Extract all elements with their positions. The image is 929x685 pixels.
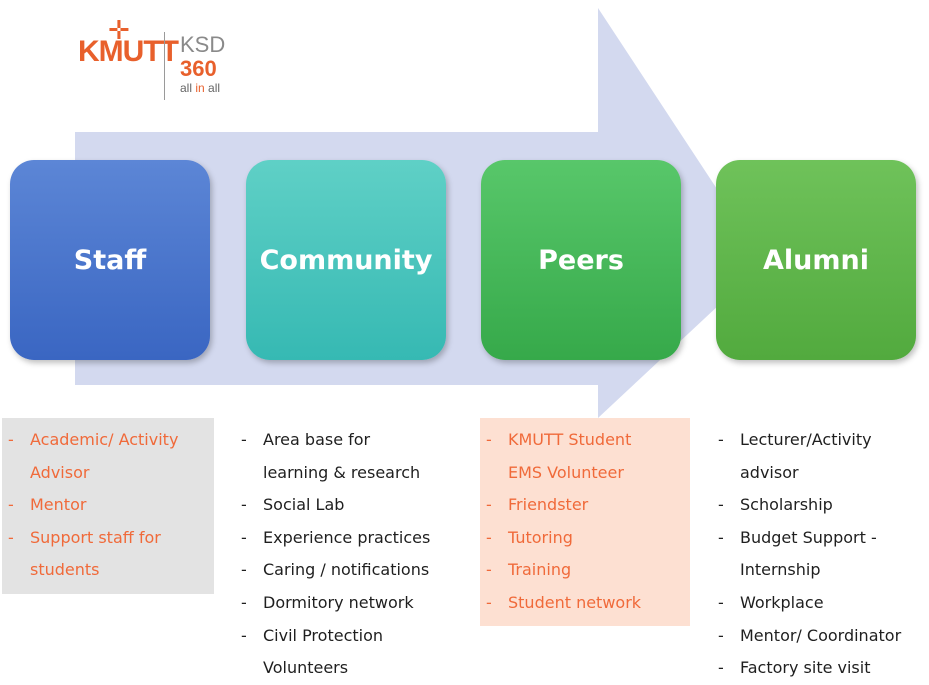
logo-cross-mark: ✛ [108, 16, 130, 46]
list-item: -Area base for learning & research [235, 424, 430, 489]
list-dash: - [241, 625, 247, 645]
list-item-text: Student network [508, 592, 642, 612]
list-item-text: Experience practices [263, 527, 431, 547]
list-dash: - [241, 430, 247, 449]
staff-box: Staff [10, 160, 210, 360]
list-item-text: Mentor [30, 495, 87, 515]
list-item: -Mentor/ Coordinator [712, 620, 901, 653]
list-dash: - [241, 527, 247, 547]
list-item-text: Internship [740, 560, 821, 580]
list-dash: - [718, 592, 724, 612]
list-item-text: Support staff for [30, 527, 161, 547]
list-item-text: Advisor [30, 462, 90, 482]
list-item-text: KMUTT Student [508, 430, 632, 449]
list-item-text: Friendster [508, 495, 589, 515]
list-dash: - [718, 430, 724, 449]
list-dash: - [718, 625, 724, 645]
kmutt-ksd360-logo: ✛ KMUTT KSD 360 all in all [72, 18, 252, 108]
list-item: -Factory site visit [712, 652, 901, 685]
list-item: -Experience practices [235, 522, 430, 555]
list-item: -Scholarship [712, 489, 901, 522]
list-item: -Support staff for students [2, 522, 178, 587]
list-item: -Workplace [712, 587, 901, 620]
list-item: -Training [480, 554, 641, 587]
list-item: -Social Lab [235, 489, 430, 522]
list-item-text: Caring / notifications [263, 560, 430, 580]
list-item-text: Tutoring [508, 527, 573, 547]
list-dash: - [8, 527, 14, 547]
logo-brand-number: 360 [180, 56, 217, 81]
list-item-text: Training [508, 560, 572, 580]
list-item-text: Scholarship [740, 495, 833, 515]
list-item-text: Civil Protection [263, 625, 384, 645]
list-dash: - [486, 495, 492, 515]
list-dash: - [486, 592, 492, 612]
list-item-text: Academic/ Activity [30, 430, 179, 449]
list-item: -Caring / notifications [235, 554, 430, 587]
community-box: Community [246, 160, 446, 360]
list-dash: - [718, 527, 724, 547]
list-item-text: Volunteers [263, 658, 349, 678]
list-dash: - [718, 495, 724, 515]
list-item: -Dormitory network [235, 587, 430, 620]
logo-wordmark: KMUTT [78, 35, 179, 68]
list-item: -Friendster [480, 489, 641, 522]
list-item: -Tutoring [480, 522, 641, 555]
list-dash: - [486, 527, 492, 547]
list-item-text: Lecturer/Activity [740, 430, 872, 449]
list-item-text: Social Lab [263, 495, 345, 515]
logo-divider [164, 32, 165, 100]
list-dash: - [241, 560, 247, 580]
list-item-text: learning & research [263, 462, 421, 482]
list-item-text: Area base for [263, 430, 371, 449]
alumni-box: Alumni [716, 160, 916, 360]
list-item-text: students [30, 560, 100, 580]
list-item: -Student network [480, 587, 641, 620]
list-dash: - [486, 430, 492, 449]
list-item: -Lecturer/Activity advisor [712, 424, 901, 489]
list-dash: - [8, 430, 14, 449]
list-dash: - [486, 560, 492, 580]
list-item-text: advisor [740, 462, 799, 482]
community-title: Community [259, 244, 433, 276]
list-dash: - [241, 495, 247, 515]
list-item-text: Mentor/ Coordinator [740, 625, 902, 645]
alumni-title: Alumni [763, 244, 869, 276]
peers-box: Peers [481, 160, 681, 360]
staff-title: Staff [73, 244, 147, 276]
list-item-text: Workplace [740, 592, 824, 612]
list-item-text: Factory site visit [740, 658, 871, 678]
list-dash: - [718, 658, 724, 678]
list-item: -Budget Support - Internship [712, 522, 901, 587]
list-item-text: Budget Support - [740, 527, 877, 547]
list-item: -Mentor [2, 489, 178, 522]
peers-title: Peers [538, 244, 624, 276]
list-item-text: Dormitory network [263, 592, 414, 612]
logo-tagline: all in all [180, 81, 221, 95]
list-dash: - [241, 592, 247, 612]
list-item-text: EMS Volunteer [508, 462, 624, 482]
logo-brand-top: KSD [180, 32, 226, 57]
list-dash: - [8, 495, 14, 515]
